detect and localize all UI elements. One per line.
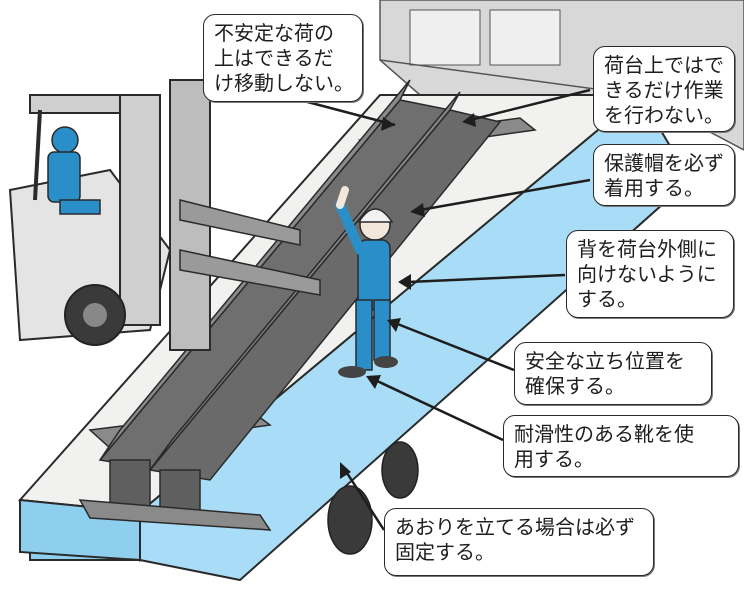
callout-line: 耐滑性のある靴を使 bbox=[514, 422, 694, 446]
callout-line: 上はできるだ bbox=[214, 46, 334, 70]
callout-line: 向けないように bbox=[577, 262, 717, 286]
callout-use-slip-resistant-shoes: 耐滑性のある靴を使 用する。 bbox=[503, 415, 739, 477]
callout-line: 荷台上ではで bbox=[604, 53, 724, 77]
callout-line: あおりを立てる場合は必ず bbox=[395, 515, 635, 539]
callout-line: きるだけ作業 bbox=[604, 78, 724, 102]
callout-line: け移動しない。 bbox=[214, 71, 354, 95]
callout-dont-face-back-outward: 背を荷台外側に 向けないように する。 bbox=[566, 230, 734, 318]
worker-icon bbox=[335, 186, 398, 378]
callout-line: を行わない。 bbox=[604, 103, 724, 127]
forklift-icon bbox=[8, 79, 321, 351]
callout-line: 背を荷台外側に bbox=[577, 237, 717, 261]
callout-line: 用する。 bbox=[514, 447, 594, 471]
callout-dont-move-on-unstable-load: 不安定な荷の 上はできるだ け移動しない。 bbox=[203, 14, 363, 102]
callout-line: 保護帽を必ず bbox=[604, 151, 724, 175]
callout-arrows bbox=[299, 88, 591, 531]
callout-line: 確保する。 bbox=[525, 374, 625, 398]
callout-secure-safe-footing: 安全な立ち位置を 確保する。 bbox=[514, 342, 712, 405]
callout-line: 着用する。 bbox=[604, 176, 704, 200]
callout-line: 安全な立ち位置を bbox=[525, 349, 685, 373]
callout-line: する。 bbox=[577, 287, 637, 311]
callout-wear-helmet: 保護帽を必ず 着用する。 bbox=[593, 144, 735, 206]
callout-line: 固定する。 bbox=[395, 540, 495, 564]
callout-fix-side-panels: あおりを立てる場合は必ず 固定する。 bbox=[384, 508, 654, 576]
helmet-icon bbox=[357, 208, 394, 223]
callout-line: 不安定な荷の bbox=[214, 21, 334, 45]
callout-minimize-work-on-deck: 荷台上ではで きるだけ作業 を行わない。 bbox=[593, 46, 735, 132]
